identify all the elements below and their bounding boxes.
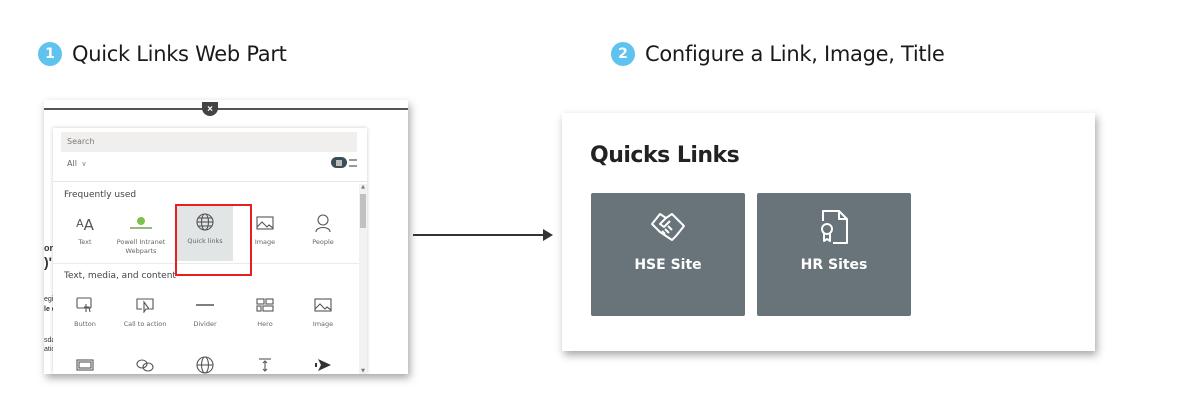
tool-powell-intranet-webparts[interactable]: Powell Intranet Webparts	[113, 212, 169, 256]
highlight-box	[175, 204, 252, 276]
background-text: atic	[44, 346, 55, 353]
background-text: sda	[44, 337, 56, 344]
scroll-up-icon[interactable]: ▲	[361, 184, 365, 190]
grid-view-icon[interactable]	[331, 157, 347, 168]
view-toggle[interactable]	[331, 157, 357, 168]
background-text: egi	[44, 296, 54, 303]
scrollbar[interactable]: ▲ ▼	[359, 184, 367, 374]
spacer-icon	[237, 354, 293, 374]
tool-link[interactable]	[117, 354, 173, 374]
tool-label: Call to action	[123, 320, 167, 328]
tool-people[interactable]: People	[295, 212, 351, 247]
step-1-heading: 1 Quick Links Web Part	[38, 42, 287, 66]
divider	[53, 263, 359, 264]
filter-label: All	[67, 159, 77, 168]
tool-hero[interactable]: Hero	[237, 294, 293, 329]
tool-label: Image	[312, 320, 334, 328]
tool-stream[interactable]	[295, 354, 351, 374]
powell-logo-icon	[113, 212, 169, 234]
certificate-document-icon	[757, 207, 911, 247]
step-2-heading: 2 Configure a Link, Image, Title	[611, 42, 945, 66]
globe-icon	[177, 354, 233, 374]
tool-image[interactable]: Image	[237, 212, 293, 247]
call-to-action-icon	[117, 294, 173, 316]
step-title: Quick Links Web Part	[72, 42, 287, 66]
toolbox-screenshot: × or )' egi le c sda atic Search All ∨ F…	[44, 100, 408, 374]
background-text: )'	[44, 254, 52, 270]
list-view-icon[interactable]	[349, 158, 357, 167]
link-icon	[117, 354, 173, 374]
hero-icon	[237, 294, 293, 316]
tool-embed[interactable]	[57, 354, 113, 374]
quick-link-tile-hse[interactable]: HSE Site	[591, 193, 745, 316]
tool-button[interactable]: Button	[57, 294, 113, 329]
quick-link-tile-hr[interactable]: HR Sites	[757, 193, 911, 316]
tool-label: Button	[74, 320, 96, 328]
filter-dropdown[interactable]: All ∨	[67, 159, 87, 168]
step-title: Configure a Link, Image, Title	[645, 42, 945, 66]
embed-icon	[57, 354, 113, 374]
tool-spacer[interactable]	[237, 354, 293, 374]
section-divider-line	[44, 108, 408, 110]
tool-label: Image	[254, 238, 276, 246]
step-badge: 2	[611, 42, 635, 66]
image-icon	[295, 294, 351, 316]
section-label-text-media-content: Text, media, and content	[64, 271, 176, 281]
tile-label: HR Sites	[800, 257, 868, 273]
scroll-down-icon[interactable]: ▼	[361, 368, 365, 374]
arrow-head-icon	[543, 229, 553, 241]
stream-icon	[295, 354, 351, 374]
tool-quick-links[interactable]: Quick links	[177, 205, 233, 261]
tool-label: Quick links	[187, 237, 223, 245]
search-input[interactable]: Search	[61, 132, 357, 152]
tool-label: Hero	[257, 320, 273, 328]
scrollbar-thumb[interactable]	[360, 194, 366, 228]
arrow-connector	[413, 234, 549, 236]
background-text: le c	[44, 306, 56, 313]
tile-label: HSE Site	[634, 257, 702, 273]
quick-links-title: Quicks Links	[590, 143, 740, 168]
close-icon[interactable]: ×	[202, 102, 218, 116]
step-badge: 1	[38, 42, 62, 66]
tool-divider[interactable]: Divider	[177, 294, 233, 329]
tool-label: People	[312, 238, 334, 246]
section-label-frequently-used: Frequently used	[64, 190, 137, 200]
tool-call-to-action[interactable]: Call to action	[117, 294, 173, 329]
button-icon	[57, 294, 113, 316]
globe-icon	[177, 211, 233, 233]
divider-icon	[177, 294, 233, 316]
quick-links-screenshot: Quicks Links HSE Site HR Sites	[562, 113, 1095, 351]
person-icon	[295, 212, 351, 234]
tool-image[interactable]: Image	[295, 294, 351, 329]
background-text: or	[44, 243, 53, 253]
tool-label: Powell Intranet Webparts	[116, 238, 166, 255]
image-icon	[237, 212, 293, 234]
chevron-down-icon: ∨	[81, 160, 87, 168]
divider	[53, 181, 367, 182]
handshake-icon	[591, 207, 745, 247]
tool-globe[interactable]	[177, 354, 233, 374]
tool-label: Text	[78, 238, 92, 246]
tool-label: Divider	[193, 320, 217, 328]
